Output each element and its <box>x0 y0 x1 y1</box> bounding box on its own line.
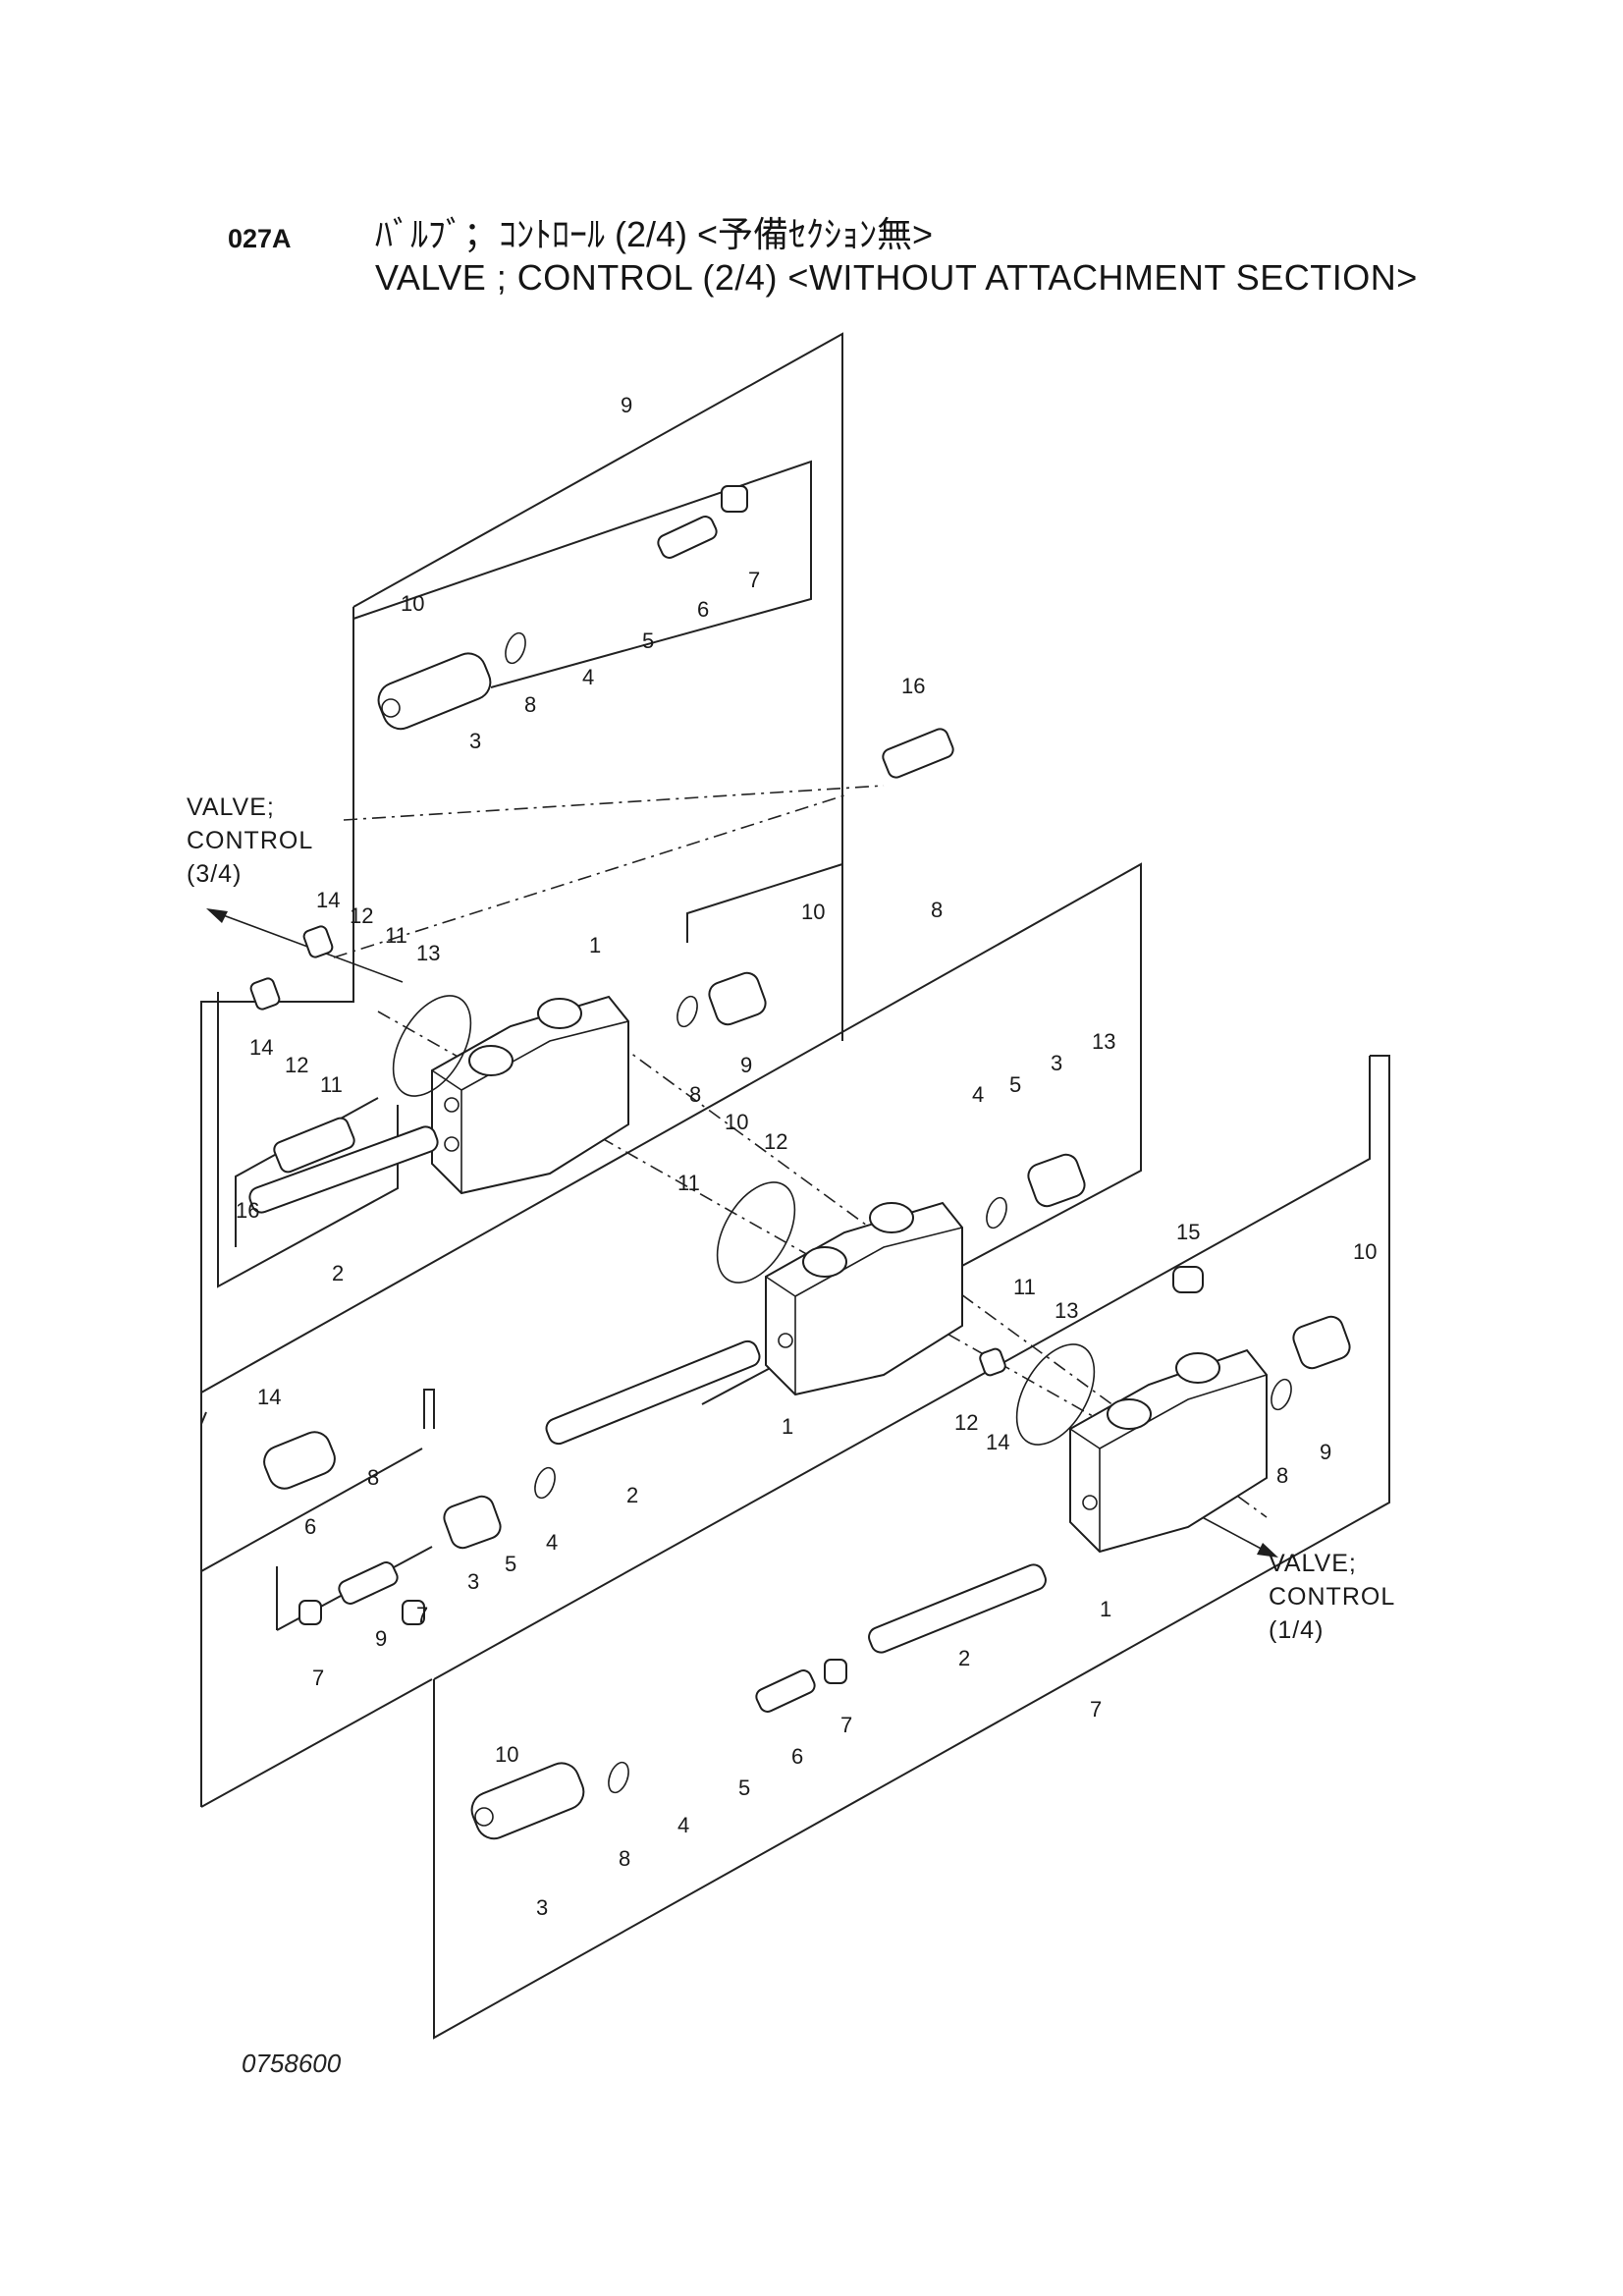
valve-body-upper <box>431 995 629 1195</box>
callout-11: 11 <box>320 1072 343 1097</box>
callout-2: 2 <box>332 1261 344 1285</box>
caps <box>263 652 585 1840</box>
reference-upper: VALVE; CONTROL (3/4) <box>187 793 313 888</box>
callout-12: 12 <box>954 1410 978 1435</box>
callout-4: 4 <box>677 1813 689 1837</box>
callout-9: 9 <box>621 393 632 417</box>
spool-middle <box>545 1339 761 1446</box>
springs <box>338 516 816 1713</box>
callout-2: 2 <box>958 1646 970 1670</box>
callout-11: 11 <box>1013 1275 1036 1299</box>
callout-13: 13 <box>416 941 440 965</box>
section-code: 027A <box>228 224 292 253</box>
callout-11: 11 <box>677 1171 700 1195</box>
callout-12: 12 <box>764 1129 787 1154</box>
callout-14: 14 <box>257 1385 281 1409</box>
callout-7: 7 <box>840 1713 852 1737</box>
callout-8: 8 <box>931 898 943 922</box>
frame-upper <box>200 332 843 1390</box>
callout-1: 1 <box>1100 1597 1111 1621</box>
callout-7: 7 <box>416 1603 428 1627</box>
callout-8: 8 <box>524 692 536 717</box>
callout-5: 5 <box>738 1776 750 1800</box>
callout-3: 3 <box>469 729 481 753</box>
reference-upper-line2: CONTROL <box>187 827 313 854</box>
callout-8: 8 <box>1276 1463 1288 1488</box>
callout-2: 2 <box>626 1483 638 1507</box>
callout-8: 8 <box>689 1082 701 1107</box>
callout-9: 9 <box>1320 1440 1331 1464</box>
callout-15: 15 <box>1176 1220 1200 1244</box>
callout-8: 8 <box>619 1846 630 1871</box>
reference-lower: VALVE; CONTROL (1/4) <box>1269 1550 1395 1644</box>
callout-3: 3 <box>467 1569 479 1594</box>
frame-middle <box>200 862 1142 1808</box>
valve-body-lower <box>1069 1348 1268 1554</box>
spool-lower <box>868 1563 1047 1654</box>
callout-10: 10 <box>401 591 424 616</box>
callout-8: 8 <box>367 1465 379 1490</box>
callout-3: 3 <box>536 1895 548 1920</box>
title-japanese: ﾊﾞﾙﾌﾞ；ｺﾝﾄﾛｰﾙ (2/4) <予備ｾｸｼｮﾝ無> <box>375 214 934 254</box>
callout-10: 10 <box>1353 1239 1377 1264</box>
callout-16: 16 <box>901 674 925 698</box>
callout-6: 6 <box>791 1744 803 1769</box>
valve-body-middle <box>765 1201 963 1396</box>
callout-14: 14 <box>316 888 340 912</box>
callout-7: 7 <box>1090 1697 1102 1722</box>
callout-4: 4 <box>972 1082 984 1107</box>
callout-5: 5 <box>642 629 654 653</box>
callout-1: 1 <box>782 1414 793 1439</box>
small-parts <box>249 485 1351 1684</box>
callout-3: 3 <box>1051 1051 1062 1075</box>
ref-arrow-lower <box>1192 1511 1278 1558</box>
callout-6: 6 <box>304 1514 316 1539</box>
callout-11: 11 <box>385 923 407 948</box>
callout-10: 10 <box>495 1742 518 1767</box>
callout-13: 13 <box>1055 1298 1078 1323</box>
callout-16: 16 <box>236 1198 259 1223</box>
callout-12: 12 <box>285 1053 308 1077</box>
reference-lower-line3: (1/4) <box>1269 1616 1324 1644</box>
callout-14: 14 <box>986 1430 1009 1454</box>
reference-upper-line1: VALVE; <box>187 793 275 821</box>
callout-4: 4 <box>546 1530 558 1555</box>
callout-13: 13 <box>1092 1029 1115 1054</box>
callout-labels: 9 10 3 8 4 5 6 7 16 14 12 11 13 1 10 8 1… <box>236 393 1377 1920</box>
callout-9: 9 <box>375 1626 387 1651</box>
reference-upper-line3: (3/4) <box>187 860 242 888</box>
callout-9: 9 <box>740 1053 752 1077</box>
callout-5: 5 <box>505 1552 516 1576</box>
figure-number: 0758600 <box>242 2049 342 2078</box>
frame-lower <box>433 1055 1390 2040</box>
callout-6: 6 <box>697 597 709 622</box>
callout-14: 14 <box>249 1035 273 1060</box>
callout-5: 5 <box>1009 1072 1021 1097</box>
callout-10: 10 <box>725 1110 748 1134</box>
spool-upper <box>248 1125 439 1214</box>
callout-7: 7 <box>748 568 760 592</box>
callout-7: 7 <box>312 1666 324 1690</box>
title-english: VALVE ; CONTROL (2/4) <WITHOUT ATTACHMEN… <box>375 257 1418 298</box>
callout-4: 4 <box>582 665 594 689</box>
reference-lower-line1: VALVE; <box>1269 1550 1357 1577</box>
callout-12: 12 <box>350 903 373 928</box>
o-rings <box>392 631 1292 1794</box>
callout-1: 1 <box>589 933 601 957</box>
callout-10: 10 <box>801 900 825 924</box>
reference-lower-line2: CONTROL <box>1269 1583 1395 1611</box>
